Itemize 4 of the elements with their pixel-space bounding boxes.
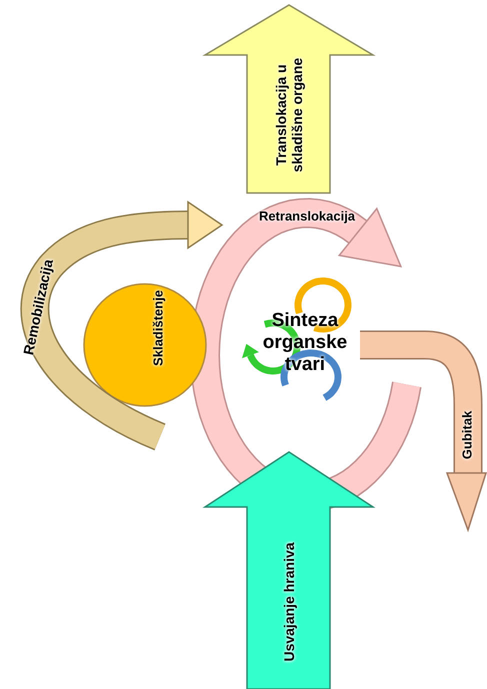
arrow-label: Translokacija u skladišne organe — [272, 56, 306, 174]
arrow-label: Gubitak — [460, 410, 476, 462]
arrow-label: Retranslokacija — [258, 210, 356, 224]
arrow-label: Usvajanje hraniva — [280, 541, 298, 664]
